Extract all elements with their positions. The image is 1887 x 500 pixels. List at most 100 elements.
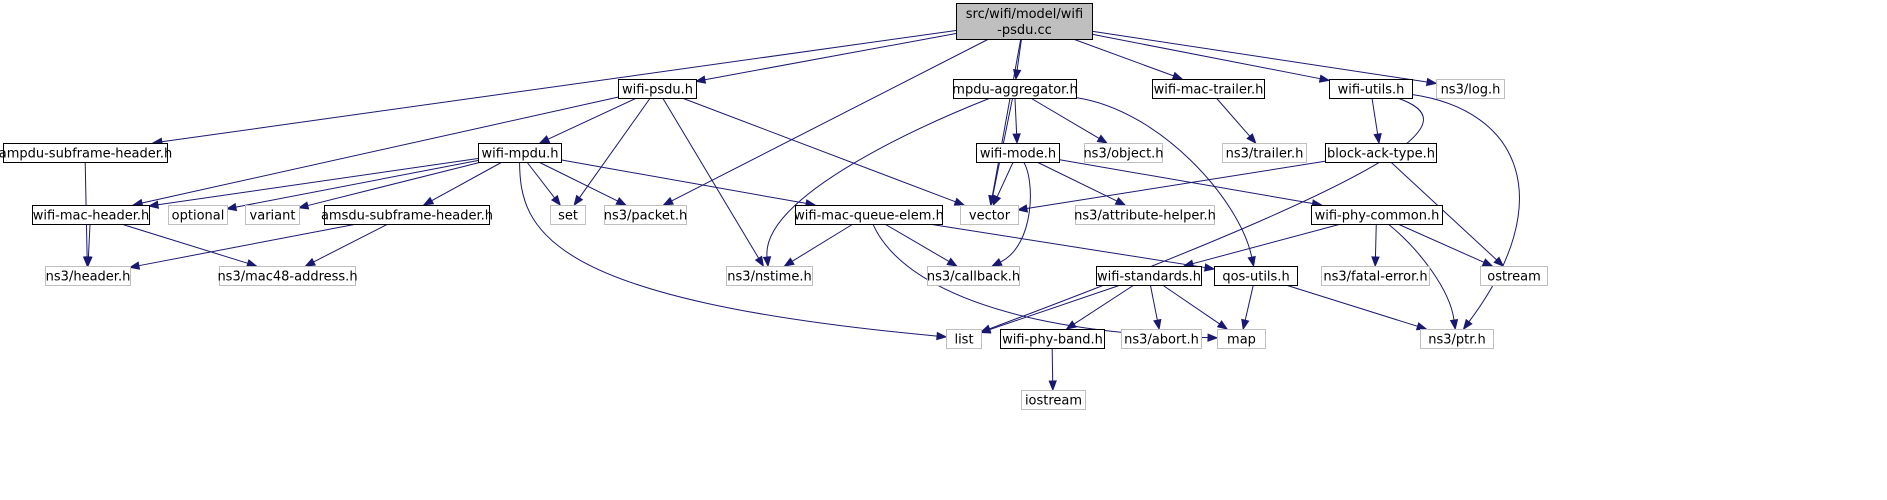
edge-arrowhead [1171, 71, 1184, 80]
node-wifi-mpdu[interactable]: wifi-mpdu.h [478, 143, 562, 163]
edge-arrowhead [538, 135, 551, 144]
edge-arrowhead [147, 200, 160, 209]
node-label: ns3/packet.h [604, 209, 688, 224]
node-box [960, 205, 1019, 225]
node-wifi-phy-common[interactable]: wifi-phy-common.h [1311, 205, 1443, 225]
edge-arrowhead [762, 256, 772, 268]
edge-arrowhead [979, 325, 992, 334]
node-box [1321, 266, 1430, 286]
node-box [1329, 79, 1413, 99]
edge-mpdu-aggregator-to-qos-utils [1075, 97, 1256, 268]
edge-line [791, 223, 854, 262]
node-label: wifi-mac-queue-elem.h [794, 209, 944, 224]
edge-line [928, 223, 1206, 269]
edge-arrowhead [953, 197, 966, 206]
node-ostream: ostream [1480, 266, 1548, 286]
node-root[interactable]: src/wifi/model/wifi-psdu.cc [956, 3, 1093, 40]
edge-line [1390, 161, 1497, 261]
node-wifi-mac-header[interactable]: wifi-mac-header.h [32, 205, 150, 225]
node-box [1420, 329, 1494, 349]
edge-arrowhead [754, 255, 765, 268]
edge-wifi-mpdu-to-amsdu-subframe-header [422, 161, 503, 206]
node-label: ns3/ptr.h [1428, 333, 1486, 348]
edge-mpdu-aggregator-to-wifi-mode [1012, 97, 1021, 145]
edge-arrowhead [615, 196, 628, 206]
node-label: ns3/abort.h [1124, 333, 1199, 348]
edge-arrowhead [422, 196, 435, 206]
node-wifi-standards[interactable]: wifi-standards.h [1096, 266, 1202, 286]
edge-root-to-wifi-utils [1091, 33, 1331, 83]
node-wifi-mac-trailer[interactable]: wifi-mac-trailer.h [1152, 79, 1265, 99]
edge-arrowhead [1048, 380, 1057, 392]
edge-line [1073, 284, 1135, 325]
edge-wifi-mpdu-to-wifi-mac-queue-elem [560, 159, 817, 208]
node-mpdu-aggregator[interactable]: mpdu-aggregator.h [952, 79, 1078, 99]
edge-line [1374, 223, 1377, 258]
edge-arrowhead [1462, 318, 1473, 331]
node-list: list [946, 329, 982, 349]
edge-wifi-mpdu-to-ns3-packet [538, 161, 628, 206]
edge-line [884, 223, 950, 262]
node-label: wifi-mpdu.h [482, 147, 559, 162]
node-box [1021, 390, 1086, 410]
node-ns3-trailer: ns3/trailer.h [1222, 143, 1307, 163]
edge-line [991, 38, 1022, 197]
edge-arrowhead [1241, 318, 1250, 331]
edge-wifi-mac-queue-elem-to-qos-utils [928, 223, 1216, 272]
node-amsdu-subframe-header[interactable]: amsdu-subframe-header.h [321, 205, 493, 225]
edge-arrowhead [84, 256, 93, 268]
node-wifi-utils[interactable]: wifi-utils.h [1329, 79, 1413, 99]
edge-line [989, 284, 1121, 331]
node-label: ns3/trailer.h [1226, 147, 1304, 162]
node-label: ampdu-subframe-header.h [0, 147, 172, 162]
node-label: ns3/attribute-helper.h [1074, 209, 1216, 224]
node-ns3-nstime: ns3/nstime.h [726, 266, 813, 286]
edge-wifi-mac-header-to-ns3-header [84, 223, 93, 268]
node-wifi-psdu[interactable]: wifi-psdu.h [618, 79, 697, 99]
edge-arrowhead [662, 196, 674, 206]
node-wifi-mode[interactable]: wifi-mode.h [976, 143, 1060, 163]
node-box [1075, 205, 1215, 225]
edge-line [1036, 161, 1118, 202]
node-box [45, 266, 131, 286]
node-label: amsdu-subframe-header.h [321, 209, 493, 224]
edge-line [1030, 97, 1100, 139]
node-ampdu-subframe-header[interactable]: ampdu-subframe-header.h [0, 143, 172, 163]
edge-arrowhead [1415, 322, 1428, 331]
node-block-ack-type[interactable]: block-ack-type.h [1325, 143, 1437, 163]
edge-arrowhead [1425, 77, 1438, 87]
node-label: ostream [1487, 270, 1541, 285]
node-wifi-mac-queue-elem[interactable]: wifi-mac-queue-elem.h [794, 205, 944, 225]
node-qos-utils[interactable]: qos-utils.h [1214, 266, 1298, 286]
node-box [32, 205, 150, 225]
node-box [1214, 266, 1298, 286]
edge-wifi-mac-trailer-to-ns3-trailer [1215, 97, 1257, 145]
node-wifi-phy-band[interactable]: wifi-phy-band.h [1000, 329, 1105, 349]
edge-wifi-psdu-to-wifi-mpdu [538, 97, 637, 144]
edge-line [157, 158, 479, 206]
node-ns3-header: ns3/header.h [45, 266, 131, 286]
edge-arrowhead [1449, 319, 1459, 331]
edge-arrowhead [1216, 320, 1229, 330]
node-box [245, 205, 300, 225]
edge-arrowhead [1153, 318, 1162, 331]
edge-wifi-mode-to-ns3-callback [991, 161, 1031, 267]
node-label: wifi-psdu.h [622, 83, 693, 98]
node-box [1121, 329, 1202, 349]
edge-block-ack-type-to-vector [1016, 160, 1326, 213]
node-iostream: iostream [1021, 390, 1086, 410]
node-label: ns3/log.h [1441, 83, 1501, 98]
edge-line [1285, 284, 1418, 327]
edge-line [1215, 97, 1251, 137]
edge-arrowhead [1016, 204, 1029, 213]
edge-line [1091, 30, 1428, 83]
node-label: ns3/nstime.h [727, 270, 811, 285]
node-label: variant [250, 209, 296, 224]
edge-arrowhead [297, 201, 310, 210]
edge-wifi-psdu-to-set [573, 97, 651, 207]
node-box [1436, 79, 1505, 99]
edge-mpdu-aggregator-to-ns3-object [1030, 97, 1109, 144]
edge-arrowhead [991, 258, 1003, 267]
node-box [3, 143, 168, 163]
node-label: block-ack-type.h [1327, 147, 1435, 162]
